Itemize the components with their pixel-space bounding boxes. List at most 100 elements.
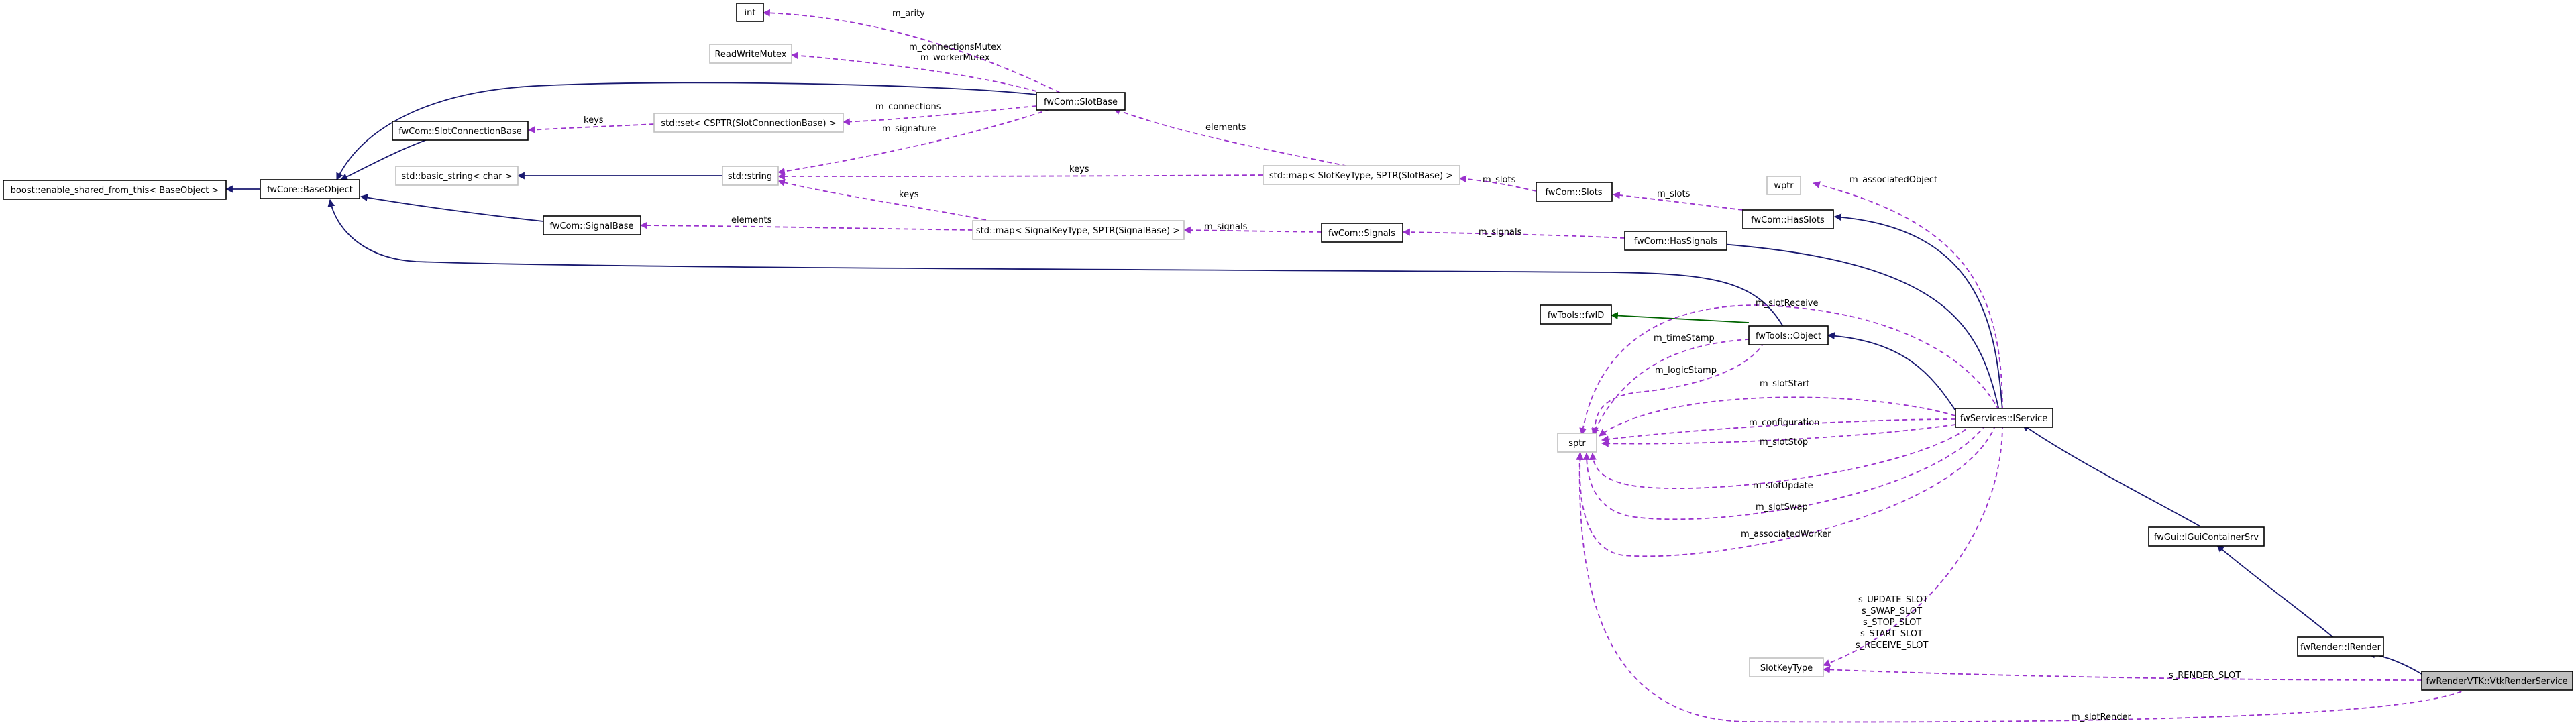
node-label: boost::enable_shared_from_this< BaseObje…	[11, 186, 219, 196]
edge-mapslot-stdstring	[777, 172, 1264, 180]
node-hassignals[interactable]: fwCom::HasSignals	[1624, 231, 1727, 251]
edge-slotbase-stdstring	[777, 109, 1051, 175]
node-sptr[interactable]: sptr	[1557, 433, 1597, 453]
node-object[interactable]: fwTools::Object	[1748, 325, 1829, 345]
edge-label: m_connectionsMutex	[909, 42, 1002, 52]
edge-label: keys	[1069, 164, 1089, 174]
node-iservice[interactable]: fwServices::IService	[1955, 408, 2053, 428]
edge-label: s_RENDER_SLOT	[2169, 671, 2241, 681]
node-slotkeytype[interactable]: SlotKeyType	[1749, 657, 1824, 677]
node-label: std::map< SlotKeyType, SPTR(SlotBase) >	[1269, 171, 1453, 181]
node-irender[interactable]: fwRender::IRender	[2297, 636, 2384, 657]
edge-label: m_signals	[1204, 222, 1248, 232]
edge-slotbase-baseobject	[336, 82, 1037, 180]
node-readwritemutex[interactable]: ReadWriteMutex	[709, 44, 792, 64]
node-label: fwGui::IGuiContainerSrv	[2154, 533, 2259, 543]
edge-label: m_timeStamp	[1654, 333, 1715, 343]
edge-vtkrender-sptr-slotrender	[1576, 452, 2469, 723]
edge-label: elements	[731, 215, 772, 225]
edge-hassignals-signals	[1402, 228, 1625, 239]
edge-mapslot-slotbase	[1112, 107, 1356, 168]
nodes: int ReadWriteMutex fwCom::SlotBase fwCom…	[3, 3, 2573, 691]
node-label: fwServices::IService	[1960, 414, 2047, 424]
edge-hasslots-slots	[1612, 191, 1743, 211]
node-map-signal[interactable]: std::map< SignalKeyType, SPTR(SignalBase…	[972, 220, 1185, 240]
edge-label: keys	[584, 115, 604, 125]
edge-iservice-sptr-slotswap	[1582, 424, 1986, 520]
node-label: SlotKeyType	[1760, 663, 1813, 673]
edge-iservice-sptr-associatedworker	[1576, 424, 1996, 557]
edge-label: m_logicStamp	[1655, 366, 1717, 376]
edge-vtkrender-slotkeytype	[1822, 665, 2422, 681]
edge-signals-mapsignal	[1183, 226, 1322, 234]
node-label: fwTools::Object	[1756, 331, 1821, 341]
edge-iguicontainer-iservice	[2022, 424, 2201, 527]
node-label: fwCom::Slots	[1545, 188, 1602, 198]
edge-label: s_START_SLOT	[1860, 629, 1923, 639]
edge-label: m_slotUpdate	[1753, 481, 1813, 491]
edge-label: s_RECEIVE_SLOT	[1856, 640, 1929, 651]
edge-setcsptr-slotconn	[527, 123, 655, 133]
edge-label: m_slotRender	[2072, 712, 2132, 722]
edge-slotbase-rwmutex	[790, 52, 1037, 92]
node-std-string[interactable]: std::string	[722, 166, 779, 186]
node-label: int	[745, 8, 756, 18]
edge-slots-mapslot	[1458, 175, 1537, 192]
edge-iservice-hassignals	[1679, 238, 2000, 411]
node-label: fwCom::SignalBase	[549, 221, 633, 231]
edge-object-baseobject	[327, 199, 1785, 329]
edge-label: m_associatedObject	[1849, 175, 1937, 185]
edge-labels: m_arity m_connectionsMutex m_workerMutex…	[584, 9, 2241, 722]
edge-slotconn-baseobject	[340, 138, 430, 180]
node-set-csptr[interactable]: std::set< CSPTR(SlotConnectionBase) >	[653, 113, 844, 133]
edge-object-sptr-timestamp	[1592, 338, 1758, 435]
node-wptr[interactable]: wptr	[1766, 176, 1801, 195]
node-label: std::string	[728, 172, 772, 182]
node-map-slot[interactable]: std::map< SlotKeyType, SPTR(SlotBase) >	[1263, 165, 1460, 185]
edge-object-sptr-logicstamp	[1591, 341, 1765, 436]
edge-label: m_connections	[875, 102, 941, 112]
edge-label: m_workerMutex	[920, 53, 990, 63]
node-label: wptr	[1774, 181, 1794, 191]
edge-label: m_configuration	[1749, 418, 1819, 428]
edge-label: s_SWAP_SLOT	[1862, 606, 1922, 616]
node-label: fwCom::SlotConnectionBase	[398, 127, 522, 137]
node-label: std::basic_string< char >	[401, 172, 512, 182]
edge-iservice-slotkeytype	[1822, 424, 2003, 667]
node-slotbase[interactable]: fwCom::SlotBase	[1036, 92, 1126, 111]
node-hasslots[interactable]: fwCom::HasSlots	[1742, 209, 1834, 229]
node-signals[interactable]: fwCom::Signals	[1321, 223, 1403, 243]
node-fwid[interactable]: fwTools::fwID	[1540, 304, 1612, 325]
edge-object-fwid	[1610, 312, 1750, 323]
edge-irender-iguicontainer	[2216, 545, 2335, 639]
edge-slotbase-int	[762, 9, 1061, 93]
edge-label: m_slotReceive	[1756, 298, 1819, 309]
edge-iservice-wptr	[1812, 181, 2003, 411]
edge-label: keys	[899, 190, 919, 200]
edge-label: m_arity	[892, 9, 925, 19]
node-vtkrenderservice[interactable]: fwRenderVTK::VtkRenderService	[2421, 671, 2573, 691]
edge-iservice-hasslots	[1833, 213, 2003, 411]
node-slotconnectionbase[interactable]: fwCom::SlotConnectionBase	[392, 121, 529, 141]
edge-signalbase-baseobject	[360, 194, 544, 222]
node-label: fwRender::IRender	[2300, 642, 2381, 653]
edge-label: m_slots	[1657, 189, 1690, 199]
edge-iservice-sptr-slotreceive	[1579, 304, 2000, 436]
edge-iservice-object	[1827, 332, 1956, 411]
node-label: std::map< SignalKeyType, SPTR(SignalBase…	[976, 226, 1180, 236]
node-baseobject[interactable]: fwCore::BaseObject	[260, 179, 360, 199]
node-slots[interactable]: fwCom::Slots	[1536, 182, 1613, 202]
edge-label: m_slotStop	[1760, 437, 1808, 447]
node-int[interactable]: int	[736, 3, 764, 22]
node-label: fwCom::Signals	[1328, 229, 1395, 239]
node-enable-shared[interactable]: boost::enable_shared_from_this< BaseObje…	[3, 180, 227, 200]
edge-label: m_slotStart	[1760, 379, 1809, 389]
node-signalbase[interactable]: fwCom::SignalBase	[543, 215, 641, 235]
edge-label: s_STOP_SLOT	[1863, 618, 1921, 628]
node-label: fwCom::HasSignals	[1634, 237, 1718, 247]
edge-label: s_UPDATE_SLOT	[1858, 595, 1928, 605]
node-iguicontainersrv[interactable]: fwGui::IGuiContainerSrv	[2148, 526, 2265, 547]
node-label: fwCore::BaseObject	[267, 185, 353, 195]
node-basic-string[interactable]: std::basic_string< char >	[395, 166, 519, 186]
